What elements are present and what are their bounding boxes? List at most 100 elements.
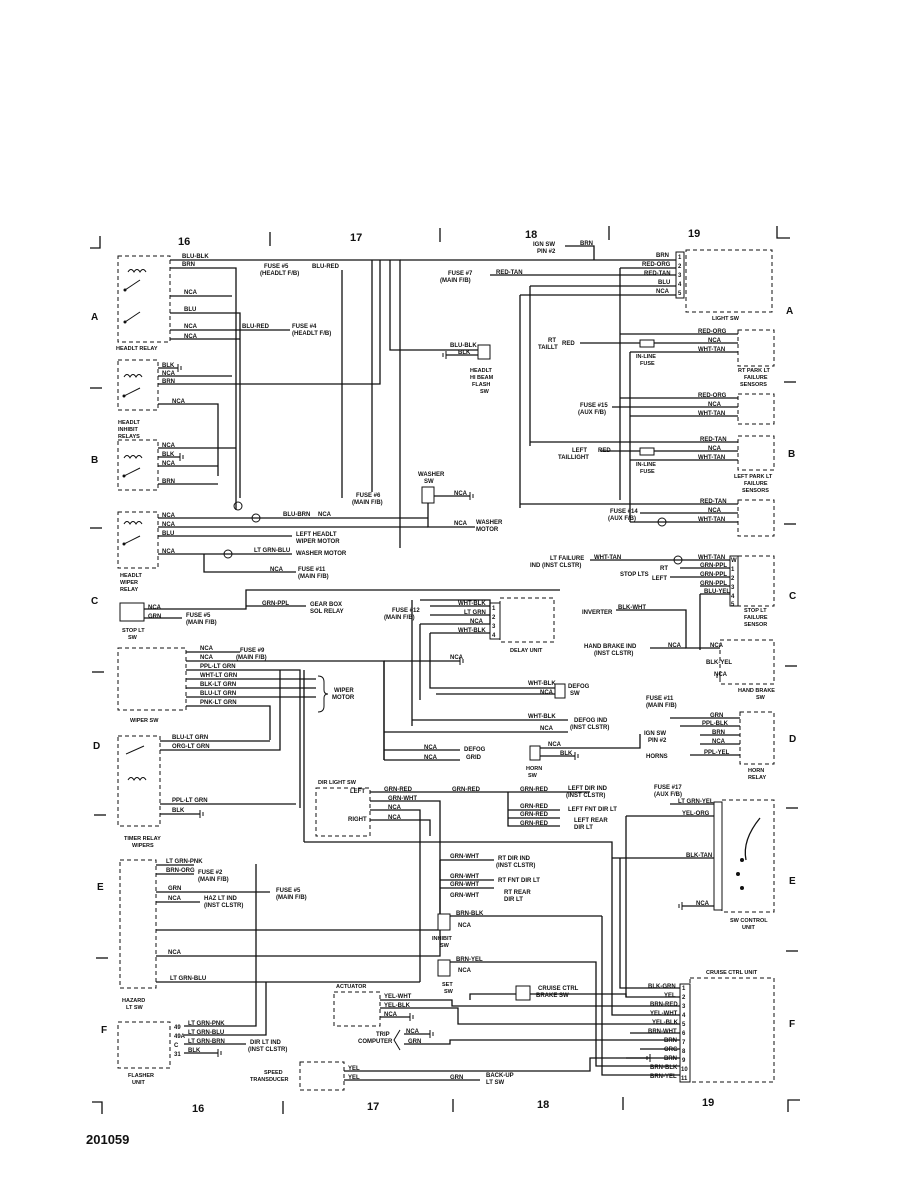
svg-text:NCA: NCA: [388, 815, 402, 821]
svg-text:NCA: NCA: [168, 950, 182, 956]
svg-text:LT GRN-BLU: LT GRN-BLU: [170, 976, 206, 982]
svg-text:IN-LINE: IN-LINE: [636, 354, 656, 360]
svg-text:NCA: NCA: [714, 672, 728, 678]
svg-text:NCA: NCA: [184, 290, 198, 296]
svg-text:5: 5: [678, 291, 682, 297]
svg-text:2: 2: [731, 576, 735, 582]
svg-text:SPEED: SPEED: [264, 1070, 283, 1076]
svg-text:SW: SW: [570, 691, 580, 697]
svg-text:GRN-RED: GRN-RED: [384, 787, 413, 793]
svg-text:GRN-WHT: GRN-WHT: [450, 893, 479, 899]
svg-text:LEFT FNT DIR LT: LEFT FNT DIR LT: [568, 807, 617, 813]
svg-text:(MAIN F/B): (MAIN F/B): [352, 500, 383, 506]
figure-number: 201059: [86, 1132, 129, 1147]
svg-text:WASHER: WASHER: [418, 472, 445, 478]
svg-text:BRN-RED: BRN-RED: [650, 1002, 678, 1008]
svg-text:BRN: BRN: [580, 241, 593, 247]
svg-text:NCA: NCA: [184, 334, 198, 340]
svg-text:WHT-BLK: WHT-BLK: [458, 601, 486, 607]
svg-text:(INST CLSTR): (INST CLSTR): [204, 903, 243, 909]
svg-text:FUSE #2: FUSE #2: [198, 870, 223, 876]
svg-text:FLASH: FLASH: [472, 382, 490, 388]
svg-text:SENSORS: SENSORS: [740, 382, 767, 388]
svg-text:WHT-TAN: WHT-TAN: [698, 347, 725, 353]
svg-text:FUSE #5: FUSE #5: [276, 888, 301, 894]
svg-text:RT PARK LT: RT PARK LT: [738, 368, 771, 374]
svg-text:LEFT HEADLT: LEFT HEADLT: [296, 532, 337, 538]
svg-text:RELAYS: RELAYS: [118, 434, 140, 440]
svg-text:MOTOR: MOTOR: [332, 695, 355, 701]
zone-c-left: C: [91, 596, 98, 607]
svg-text:TIMER RELAY: TIMER RELAY: [124, 836, 161, 842]
svg-text:YEL-WHT: YEL-WHT: [650, 1011, 678, 1017]
trunk-wires: [303, 661, 613, 930]
svg-text:GRN-PPL: GRN-PPL: [262, 601, 289, 607]
svg-text:LEFT: LEFT: [350, 789, 365, 795]
svg-text:LEFT PARK LT: LEFT PARK LT: [734, 474, 773, 480]
svg-text:CRUISE CTRL UNIT: CRUISE CTRL UNIT: [706, 970, 758, 976]
svg-text:PNK-LT GRN: PNK-LT GRN: [200, 700, 237, 706]
svg-text:BLK-WHT: BLK-WHT: [618, 605, 646, 611]
svg-text:FUSE #6: FUSE #6: [356, 493, 381, 499]
svg-text:NCA: NCA: [696, 901, 710, 907]
svg-text:11: 11: [681, 1076, 688, 1082]
svg-text:FLASHER: FLASHER: [128, 1073, 154, 1079]
svg-text:HAND BRAKE: HAND BRAKE: [738, 688, 775, 694]
svg-text:(AUX F/B): (AUX F/B): [608, 516, 636, 522]
svg-text:IN-LINE: IN-LINE: [636, 462, 656, 468]
svg-text:BRN: BRN: [162, 379, 175, 385]
svg-text:FUSE: FUSE: [640, 469, 655, 475]
svg-text:BRN-YEL: BRN-YEL: [650, 1074, 677, 1080]
svg-text:TRIP: TRIP: [376, 1032, 390, 1038]
svg-text:HI BEAM: HI BEAM: [470, 375, 494, 381]
svg-text:GEAR BOX: GEAR BOX: [310, 602, 342, 608]
svg-text:STOP LT: STOP LT: [744, 608, 767, 614]
svg-text:(HEADLT F/B): (HEADLT F/B): [260, 271, 299, 277]
svg-text:RT FNT DIR LT: RT FNT DIR LT: [498, 878, 540, 884]
svg-text:GRN-WHT: GRN-WHT: [388, 796, 417, 802]
svg-text:PPL-BLK: PPL-BLK: [702, 721, 729, 727]
svg-text:CRUISE CTRL: CRUISE CTRL: [538, 986, 579, 992]
svg-text:NCA: NCA: [458, 968, 472, 974]
svg-text:LEFT: LEFT: [652, 576, 667, 582]
svg-text:GRN-PPL: GRN-PPL: [700, 581, 727, 587]
svg-text:STOP LT: STOP LT: [122, 628, 145, 634]
svg-text:NCA: NCA: [540, 690, 554, 696]
svg-text:WASHER MOTOR: WASHER MOTOR: [296, 551, 347, 557]
svg-text:10: 10: [681, 1067, 688, 1073]
svg-text:GRN-RED: GRN-RED: [520, 821, 549, 827]
svg-text:GRN-PPL: GRN-PPL: [700, 572, 727, 578]
svg-text:PPL-LT GRN: PPL-LT GRN: [200, 664, 236, 670]
svg-text:TRANSDUCER: TRANSDUCER: [250, 1077, 289, 1083]
headlt-relay-label: HEADLT RELAY: [116, 346, 158, 352]
svg-text:RED-ORG: RED-ORG: [698, 329, 727, 335]
svg-text:YEL-BLK: YEL-BLK: [384, 1003, 411, 1009]
delay-unit: DELAY UNIT 1 2 3 4 WHT-BLK LT GRN NCA WH…: [384, 597, 555, 726]
svg-text:BRN-WHT: BRN-WHT: [648, 1029, 677, 1035]
svg-text:BLK: BLK: [162, 363, 175, 369]
svg-text:FUSE #7: FUSE #7: [448, 271, 473, 277]
svg-text:LEFT: LEFT: [572, 448, 587, 454]
svg-text:SENSOR: SENSOR: [744, 622, 767, 628]
svg-text:SW: SW: [444, 989, 454, 995]
svg-text:NCA: NCA: [710, 643, 724, 649]
svg-text:NCA: NCA: [548, 742, 562, 748]
svg-text:WASHER: WASHER: [476, 520, 503, 526]
svg-text:GRN: GRN: [408, 1039, 421, 1045]
svg-text:FAILURE: FAILURE: [744, 375, 768, 381]
zone-f-right: F: [789, 1019, 795, 1030]
svg-text:BLK-YEL: BLK-YEL: [706, 660, 732, 666]
zone-a-left: A: [91, 312, 98, 323]
svg-text:BRN: BRN: [664, 1056, 677, 1062]
svg-text:NCA: NCA: [162, 522, 176, 528]
svg-text:NCA: NCA: [162, 371, 176, 377]
svg-text:BRN-BLK: BRN-BLK: [456, 911, 484, 917]
svg-text:49: 49: [174, 1025, 181, 1031]
svg-text:RED-ORG: RED-ORG: [642, 262, 671, 268]
svg-text:LT GRN-BLU: LT GRN-BLU: [188, 1030, 224, 1036]
svg-text:NCA: NCA: [424, 745, 438, 751]
left-park-lt-sensors: RED-TAN NCA WHT-TAN LEFT TAILLIGHT RED I…: [520, 416, 775, 537]
svg-text:SENSORS: SENSORS: [742, 488, 769, 494]
svg-text:IND (INST CLSTR): IND (INST CLSTR): [530, 563, 581, 569]
